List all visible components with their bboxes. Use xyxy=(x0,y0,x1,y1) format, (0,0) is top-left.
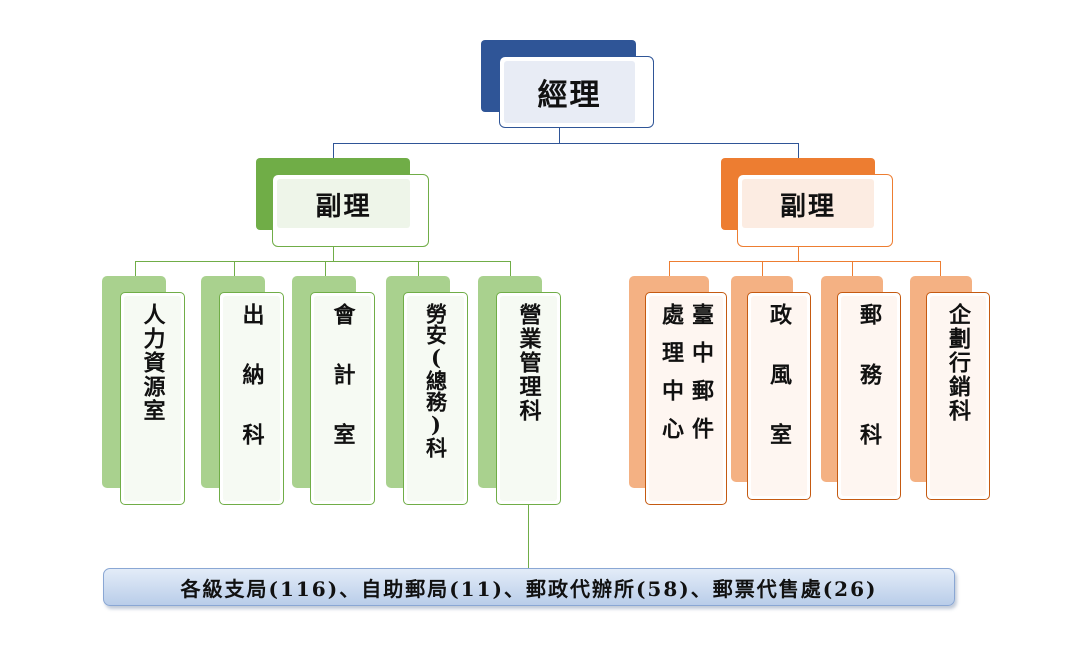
right-unit-mail-center-card: 臺中郵件處理中心 xyxy=(645,292,727,505)
left-unit-accounting-label: 會計室 xyxy=(329,303,356,483)
left-unit-cashier-label: 出納科 xyxy=(238,303,265,483)
manager-label: 經理 xyxy=(537,78,602,113)
left-unit-business-label: 營業管理科 xyxy=(515,303,542,423)
connector-right-unit-3 xyxy=(852,261,853,277)
right-unit-postal-affairs-card: 郵務科 xyxy=(837,292,901,500)
deputy-right-card: 副理 xyxy=(737,174,893,247)
left-unit-hr-label: 人力資源室 xyxy=(139,303,166,423)
right-unit-planning-marketing-card: 企劃行銷科 xyxy=(926,292,990,500)
deputy-right-label: 副理 xyxy=(779,192,836,222)
left-unit-business-card: 營業管理科 xyxy=(496,292,561,505)
left-unit-accounting-card: 會計室 xyxy=(310,292,375,505)
connector-right-deputy-up xyxy=(798,143,799,159)
connector-right-units-horizontal xyxy=(669,261,941,262)
connector-manager-down xyxy=(559,128,560,143)
branch-offices-bar[interactable]: 各級支局(116)、自助郵局(11)、郵政代辦所(58)、郵票代售處(26) xyxy=(103,568,955,606)
branch-offices-label: 各級支局(116)、自助郵局(11)、郵政代辦所(58)、郵票代售處(26) xyxy=(180,576,878,601)
connector-right-unit-4 xyxy=(940,261,941,277)
connector-left-unit-2 xyxy=(234,261,235,277)
left-unit-labor-safety-label: 勞安(總務)科 xyxy=(423,303,449,458)
right-unit-planning-marketing-label: 企劃行銷科 xyxy=(945,303,971,423)
connector-left-units-horizontal xyxy=(135,261,511,262)
connector-left-unit-1 xyxy=(135,261,136,277)
left-unit-labor-safety-card: 勞安(總務)科 xyxy=(403,292,468,505)
deputy-left-label: 副理 xyxy=(315,192,372,222)
connector-left-deputy-down xyxy=(333,246,334,261)
left-unit-cashier-card: 出納科 xyxy=(219,292,284,505)
left-unit-hr-card: 人力資源室 xyxy=(120,292,185,505)
right-unit-mail-center-label: 臺中郵件處理中心 xyxy=(658,303,714,455)
connector-right-unit-2 xyxy=(762,261,763,277)
connector-left-unit-3 xyxy=(325,261,326,277)
connector-deputies-horizontal xyxy=(333,143,799,144)
right-unit-ethics-label: 政風室 xyxy=(766,303,792,483)
connector-left-unit-5 xyxy=(510,261,511,277)
deputy-left-card: 副理 xyxy=(272,174,429,247)
right-unit-postal-affairs-label: 郵務科 xyxy=(856,303,882,483)
connector-right-deputy-down xyxy=(798,246,799,261)
manager-card: 經理 xyxy=(499,56,654,128)
connector-left-deputy-up xyxy=(333,143,334,159)
connector-left-unit-4 xyxy=(418,261,419,277)
connector-to-branches xyxy=(528,505,529,568)
connector-right-unit-1 xyxy=(669,261,670,277)
right-unit-ethics-card: 政風室 xyxy=(747,292,811,500)
